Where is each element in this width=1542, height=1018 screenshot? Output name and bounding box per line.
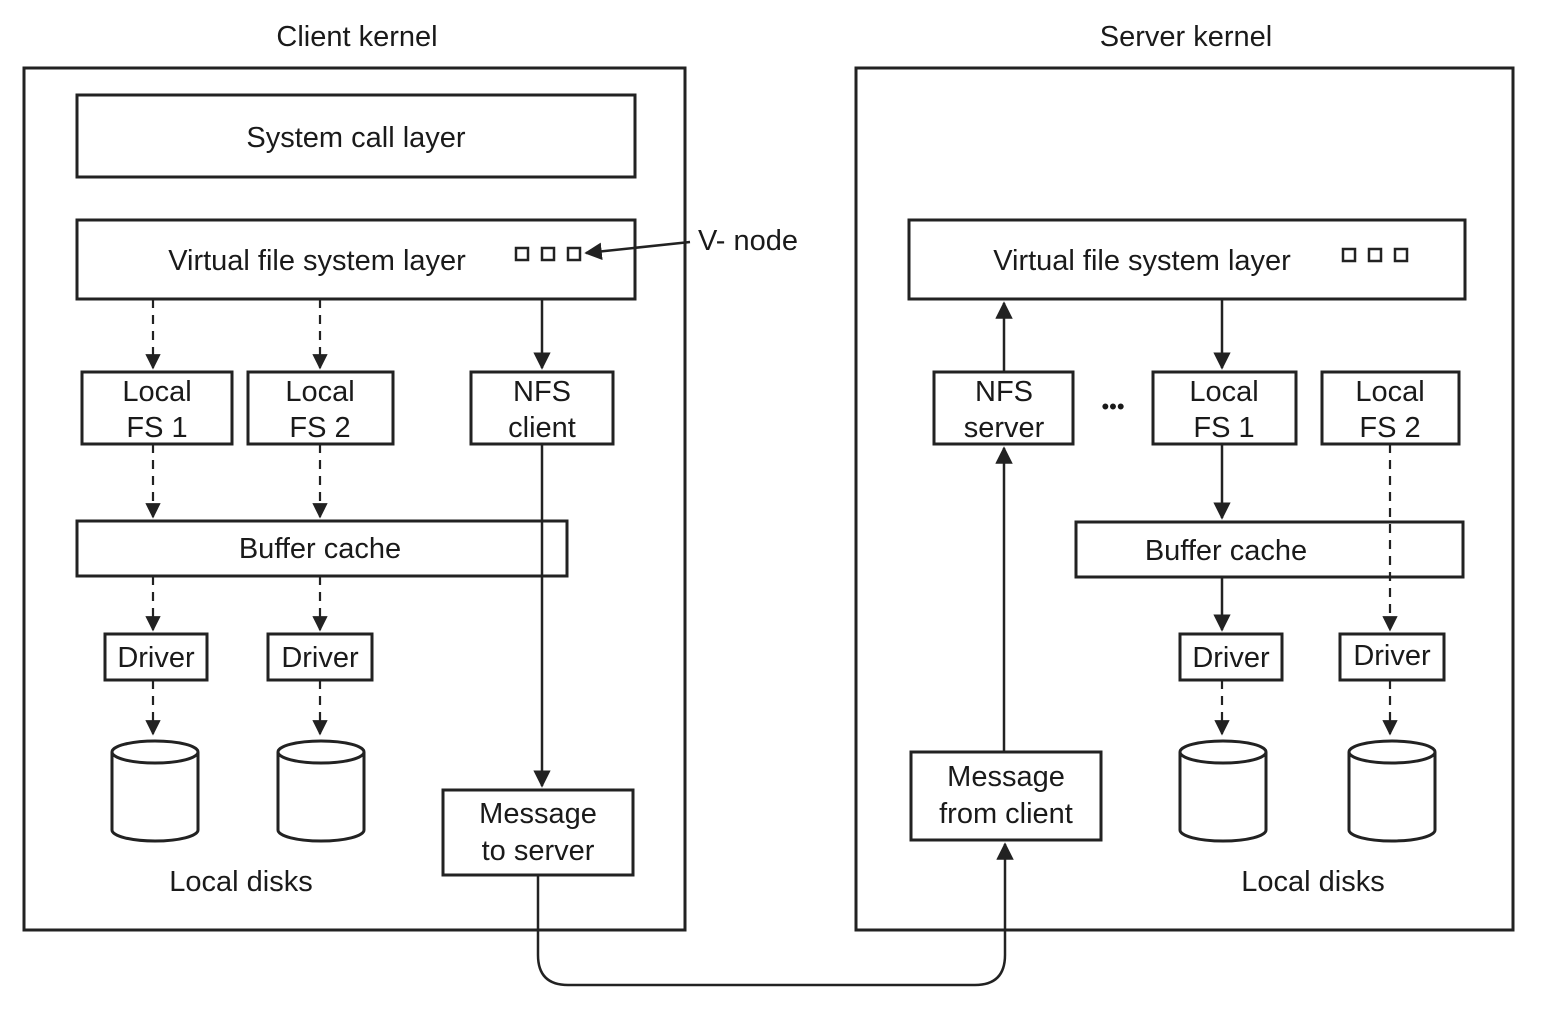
vnode-icon	[514, 246, 582, 262]
client-local-fs1-line2: FS 1	[126, 412, 187, 444]
client-kernel-title: Client kernel	[276, 21, 437, 53]
server-local-disks-label: Local disks	[1241, 866, 1384, 898]
client-message-line2: to server	[482, 835, 595, 867]
client-buffer-cache: Buffer cache	[75, 519, 569, 578]
client-local-disks-label: Local disks	[169, 866, 312, 898]
client-vfs-label: Virtual file system layer	[168, 245, 466, 277]
server-kernel-frame	[854, 66, 1515, 932]
vnode-icon	[1341, 247, 1409, 263]
client-local-fs1: Local FS 1	[80, 370, 234, 446]
vnode-pointer-arrow	[584, 240, 691, 261]
server-driver-1-label: Driver	[1192, 642, 1270, 674]
vnode-label: V- node	[698, 225, 798, 257]
server-driver-2: Driver	[1338, 632, 1446, 682]
server-ellipsis: •••	[1101, 394, 1124, 419]
client-syscall-label: System call layer	[246, 122, 466, 154]
client-message-line1: Message	[479, 798, 597, 830]
client-driver-1: Driver	[103, 632, 209, 682]
server-buffer-cache: Buffer cache	[1074, 520, 1465, 579]
client-disk-1	[110, 739, 200, 843]
client-buffer-cache-label: Buffer cache	[239, 533, 401, 565]
server-kernel-title: Server kernel	[1100, 21, 1272, 53]
server-local-fs2: Local FS 2	[1320, 370, 1461, 446]
client-local-fs2-line1: Local	[285, 376, 354, 408]
client-local-fs2-line2: FS 2	[289, 412, 350, 444]
server-driver-2-label: Driver	[1353, 640, 1431, 672]
client-nfs-client-line1: NFS	[513, 376, 571, 408]
server-local-fs2-line2: FS 2	[1359, 412, 1420, 444]
client-nfs-client-line2: client	[508, 412, 576, 444]
client-disk-2	[276, 739, 366, 843]
server-nfs-server-line1: NFS	[975, 376, 1033, 408]
client-driver-2-label: Driver	[281, 642, 359, 674]
server-disk-1	[1178, 739, 1268, 843]
client-kernel-frame	[22, 66, 687, 932]
client-driver-1-label: Driver	[117, 642, 195, 674]
server-nfs-server-line2: server	[964, 412, 1045, 444]
client-nfs-client: NFS client	[469, 370, 615, 446]
client-local-fs2: Local FS 2	[246, 370, 395, 446]
server-vfs-layer: Virtual file system layer	[907, 218, 1467, 301]
server-vfs-label: Virtual file system layer	[993, 245, 1291, 277]
client-vfs-layer: Virtual file system layer	[75, 218, 637, 301]
server-buffer-cache-label: Buffer cache	[1145, 535, 1307, 567]
server-message-line2: from client	[939, 798, 1073, 830]
client-message-to-server: Message to server	[441, 788, 635, 877]
server-disk-2	[1347, 739, 1437, 843]
server-message-line1: Message	[947, 761, 1065, 793]
client-local-fs1-line1: Local	[122, 376, 191, 408]
client-driver-2: Driver	[266, 632, 374, 682]
server-local-fs1: Local FS 1	[1151, 370, 1298, 446]
client-syscall-layer: System call layer	[75, 93, 637, 179]
server-nfs-server: NFS server	[932, 370, 1075, 446]
server-driver-1: Driver	[1178, 632, 1284, 682]
server-local-fs1-line2: FS 1	[1193, 412, 1254, 444]
server-local-fs1-line1: Local	[1189, 376, 1258, 408]
network-connection-arrow	[536, 842, 1014, 987]
server-message-from-client: Message from client	[909, 750, 1103, 842]
server-local-fs2-line1: Local	[1355, 376, 1424, 408]
